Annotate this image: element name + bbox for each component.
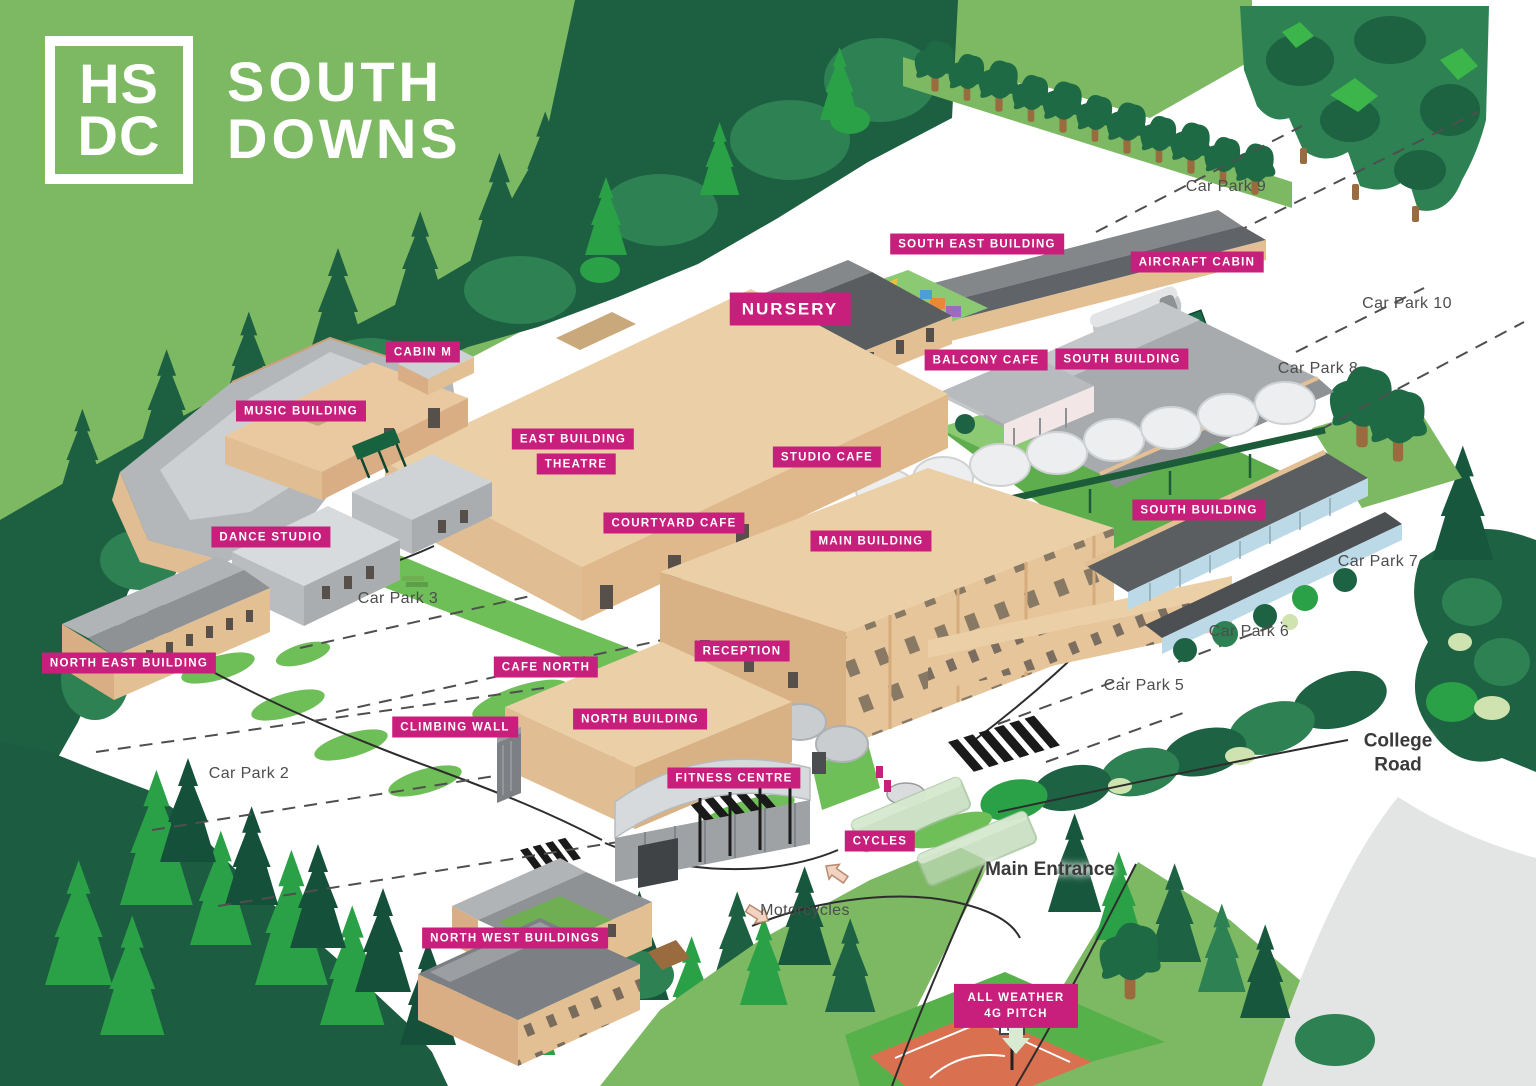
label-car-park-3: Car Park 3	[357, 590, 439, 607]
label-all-weather-pitch: ALL WEATHER 4G PITCH	[954, 983, 1078, 1029]
label-cycles: CYCLES	[844, 830, 916, 852]
label-courtyard-cafe: COURTYARD CAFE	[603, 512, 745, 534]
campus-title-line-2: DOWNS	[227, 107, 462, 170]
label-car-park-7: Car Park 7	[1337, 553, 1419, 570]
label-reception: RECEPTION	[694, 640, 790, 662]
label-cafe-north: CAFE NORTH	[493, 656, 599, 678]
climbing-wall-shape	[497, 727, 521, 803]
trees-car-park-7	[1414, 445, 1536, 772]
campus-title-line-1: SOUTH	[227, 49, 443, 113]
label-motorcycles: Motorcycles	[760, 902, 850, 919]
label-north-building: NORTH BUILDING	[573, 708, 707, 730]
campus-title: SOUTH DOWNS	[227, 53, 462, 167]
hsdc-logo: HS DC	[45, 36, 193, 184]
south-building-lower-shape	[1083, 449, 1402, 662]
fitness-centre-shape	[614, 758, 811, 888]
label-fitness-centre: FITNESS CENTRE	[667, 767, 801, 789]
label-car-park-5: Car Park 5	[1103, 677, 1185, 694]
label-north-east-building: NORTH EAST BUILDING	[41, 652, 217, 674]
label-south-building-upper: SOUTH BUILDING	[1055, 348, 1189, 370]
forest-top-right	[1240, 6, 1489, 222]
label-nursery: NURSERY	[729, 292, 851, 326]
label-car-park-9: Car Park 9	[1185, 178, 1267, 195]
label-main-entrance: Main Entrance	[985, 859, 1115, 880]
label-car-park-6: Car Park 6	[1208, 623, 1290, 640]
label-studio-cafe: STUDIO CAFE	[772, 446, 882, 468]
header-brand: HS DC SOUTH DOWNS	[45, 36, 462, 184]
label-balcony-cafe: BALCONY CAFE	[924, 349, 1048, 371]
label-north-west-buildings: NORTH WEST BUILDINGS	[422, 927, 608, 949]
logo-line-1: HS	[79, 52, 159, 116]
direction-arrows	[744, 863, 1030, 1054]
canopy-near-music-building	[352, 428, 408, 479]
label-south-building-lower: SOUTH BUILDING	[1132, 499, 1266, 521]
label-south-east-building: SOUTH EAST BUILDING	[890, 233, 1064, 255]
trees-college-road	[980, 670, 1387, 821]
label-main-building: MAIN BUILDING	[810, 530, 932, 552]
label-aircraft-cabin: AIRCRAFT CABIN	[1130, 251, 1264, 273]
label-dance-studio: DANCE STUDIO	[211, 526, 331, 548]
label-car-park-2: Car Park 2	[208, 765, 290, 782]
label-climbing-wall: CLIMBING WALL	[392, 716, 518, 738]
forest-bottom-left	[0, 742, 456, 1086]
label-music-building: MUSIC BUILDING	[235, 400, 367, 422]
label-east-building: EAST BUILDING	[511, 428, 635, 450]
field-top-left	[0, 0, 1252, 622]
trees-bottom-grass	[740, 813, 1375, 1066]
label-car-park-8: Car Park 8	[1277, 360, 1359, 377]
college-road-surface	[1262, 797, 1536, 1086]
label-car-park-10: Car Park 10	[1362, 295, 1452, 312]
label-cabin-m: CABIN M	[385, 341, 461, 363]
label-theatre: THEATRE	[536, 453, 616, 475]
label-college-road: College Road	[1363, 730, 1433, 775]
logo-line-2: DC	[77, 104, 161, 167]
tree-row-top	[903, 40, 1292, 208]
